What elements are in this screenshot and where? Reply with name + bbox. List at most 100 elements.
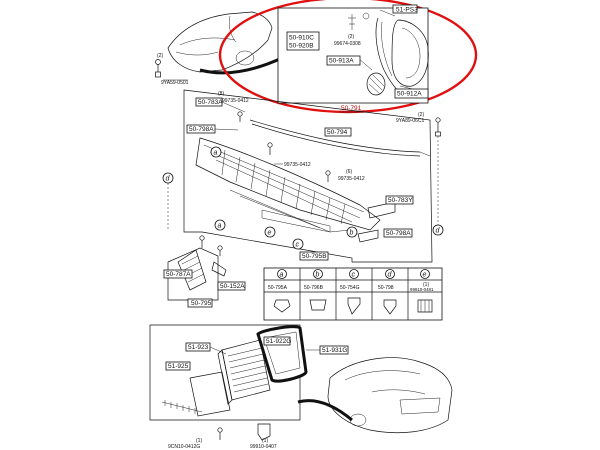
pointer-arrow-bottom [297, 399, 353, 422]
svg-text:e: e [268, 230, 272, 237]
callout-51-PS3 [392, 4, 418, 14]
part-number-99910: 99910-0407 [250, 444, 277, 450]
qty-bottom-left: (1) [196, 438, 202, 444]
svg-text:d: d [166, 176, 171, 183]
screw-2 [267, 142, 273, 155]
callout-50-912A-text: 50-912A [397, 91, 422, 98]
vent-grille [217, 339, 271, 405]
marker-c: c [292, 238, 304, 250]
screw-6 [217, 245, 223, 256]
legend-letter-e: e [423, 272, 427, 279]
part-number-99735-b: 99735-0412 [284, 162, 311, 168]
marker-e: e [264, 226, 276, 238]
clip-part-left [211, 261, 227, 277]
part-number-99735-c: 99735-0412 [338, 176, 365, 182]
qty-6: (6) [346, 169, 352, 175]
callout-50-913A-text: 50-913A [329, 58, 354, 65]
bottom-assembly-box [149, 324, 301, 421]
callout-50-791-text: 50-791 [341, 105, 362, 112]
callout-50-920B-text: 50-920B [289, 43, 314, 50]
seal-strip [261, 209, 331, 233]
callout-50-795B [299, 251, 329, 261]
screw-3 [325, 170, 331, 182]
screw-1 [237, 111, 243, 122]
callout-50-913A [326, 55, 361, 66]
louver-part [177, 249, 207, 291]
callout-51-923-text: 51-923 [188, 344, 209, 351]
cowl-grille-panel [195, 137, 381, 233]
bolt-left-top [155, 59, 161, 78]
svg-text:c: c [296, 242, 300, 249]
part-number-99735-a: 99735-0412 [222, 98, 249, 104]
callout-50-910C [286, 31, 320, 51]
callout-50-152A-text: 50-152A [220, 283, 245, 290]
callout-50-798A-right [383, 228, 413, 238]
marker-b: b [346, 226, 358, 238]
pointer-arrow-top [199, 56, 283, 75]
legend-code-d: 50-798 [378, 285, 394, 291]
callout-50-794-text: 50-794 [327, 129, 348, 136]
svg-text:d: d [436, 228, 441, 235]
svg-text:b: b [350, 230, 354, 237]
callout-51-925 [165, 361, 191, 371]
svg-text:a: a [218, 223, 222, 230]
legend-code-e: 99910-0481 [410, 287, 434, 292]
callout-50-912A [394, 88, 429, 99]
qty-label-2: (2) [157, 53, 163, 59]
part-number-9YA59: 9YA59-0501 [161, 80, 189, 86]
legend-code-c: 50-754G [340, 285, 360, 291]
screw-5 [199, 235, 205, 248]
callout-50-783Y [385, 195, 414, 205]
callout-51-922G [263, 336, 291, 346]
callout-51-931G-text: 51-931G [322, 347, 347, 354]
legend-letter-c: c [352, 272, 356, 279]
legend-table: a b c d e 50-795A 50-796B 50-754G 50-798… [263, 267, 443, 321]
callout-50-795 [187, 298, 213, 308]
car-rear-sketch [327, 357, 453, 434]
vent-seal [256, 325, 308, 383]
clip-bottom [257, 423, 271, 441]
callout-50-798A-right-text: 50-798A [386, 230, 411, 237]
legend-letter-b: b [316, 272, 320, 279]
moulding-strip [249, 119, 421, 153]
callout-50-787A [163, 269, 193, 279]
callout-50-794 [324, 127, 352, 137]
car-front-sketch [167, 11, 273, 73]
callout-50-787A-text: 50-787A [166, 271, 191, 278]
qty-2b: (2) [418, 112, 424, 118]
callout-50-910C-text: 50-910C [289, 35, 314, 42]
main-assembly-outline [183, 89, 433, 263]
legend-code-a: 50-795A [268, 285, 288, 291]
marker-a-2: a [210, 146, 222, 158]
part-number-9CN10: 9CN10-0412G [168, 444, 200, 450]
marker-d-left: d [162, 172, 174, 184]
qty-label: (2) [348, 34, 354, 40]
marker-a-1: a [214, 219, 226, 231]
callout-50-152A [217, 281, 246, 291]
part-number-9YA89: 9YA89-06C1 [396, 118, 424, 124]
callout-50-783Y-text: 50-783Y [388, 197, 413, 204]
legend-letter-d: d [388, 272, 393, 279]
callout-50-798A-left-text: 50-798A [189, 126, 214, 133]
qty-8: (8) [218, 91, 224, 97]
callout-51-PS3-text: 51-PS3 [396, 7, 418, 14]
marker-d-right: d [432, 224, 444, 236]
left-panel-box [167, 247, 219, 301]
callout-50-783A-text: 50-783A [198, 99, 223, 106]
callout-51-922G-text: 51-922G [266, 338, 291, 345]
vent-plate [189, 371, 231, 417]
screw-4 [435, 117, 441, 137]
legend-code-b: 50-796B [304, 285, 324, 291]
svg-text:a: a [214, 150, 218, 157]
fastener-strip [161, 400, 203, 414]
screw-bottom-left [217, 427, 223, 440]
qty-bottom-right: (1) [262, 438, 268, 444]
legend-qty-e: (1) [423, 282, 429, 288]
part-number-99674: 99674-0308 [334, 41, 361, 47]
callout-50-795B-text: 50-795B [302, 253, 327, 260]
legend-letter-a: a [280, 272, 284, 279]
callout-50-795-text: 50-795 [191, 300, 212, 307]
side-mirror-part [348, 12, 429, 96]
callout-51-925-text: 51-925 [168, 363, 189, 370]
